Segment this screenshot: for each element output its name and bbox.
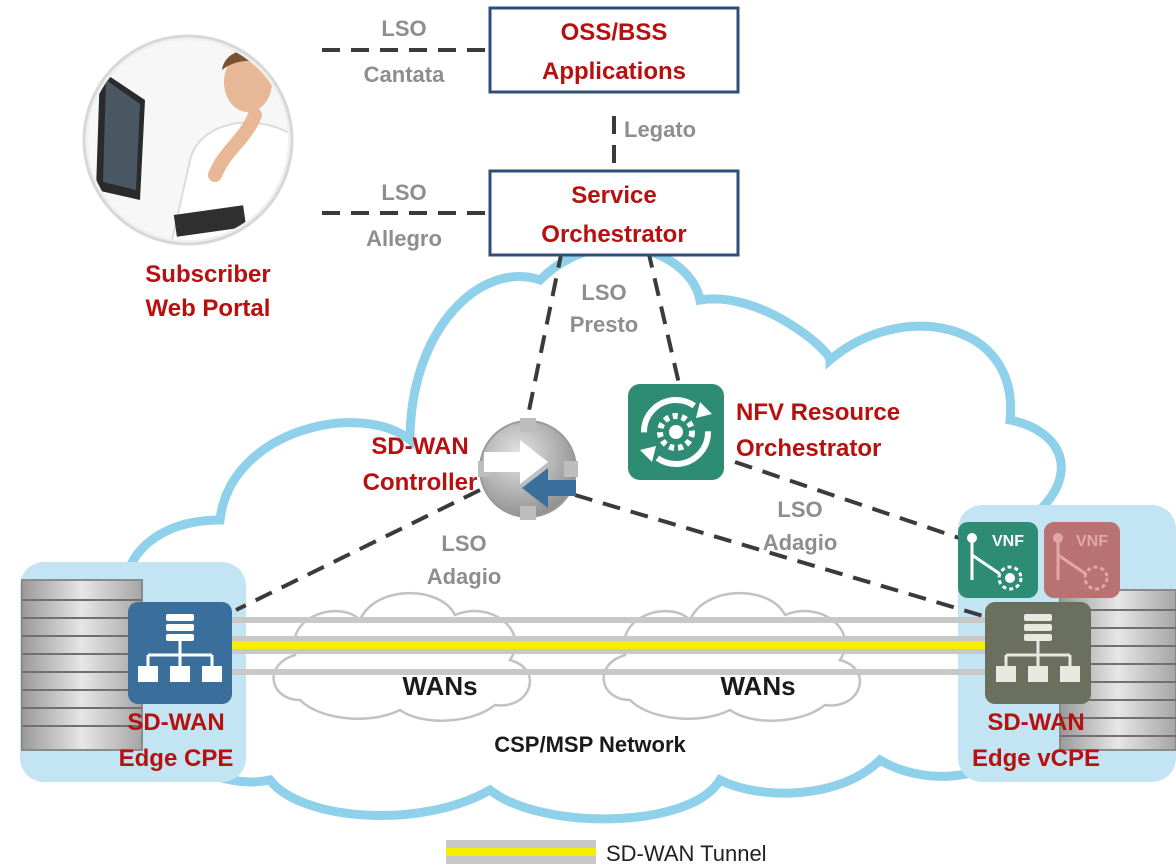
subscriber-label-line2: Web Portal [146,295,271,322]
oss-bss-box: OSS/BSS Applications [488,6,740,94]
edge-vcpe-icon [985,602,1091,704]
adagio-link-cpe [235,488,481,612]
oss-bss-line2: Applications [542,58,686,85]
wan-right-label: WANs [720,671,795,701]
edge-vcpe-label-line1: SD-WAN [987,709,1084,736]
nfv-to-vnf-link [734,460,966,542]
adagio-right-label-name: Adagio [763,530,838,555]
nfv-orchestrator-icon [628,384,724,480]
controller-label-line1: SD-WAN [371,433,468,460]
adagio-left-label-name: Adagio [427,564,502,589]
lso-links [235,48,991,620]
service-orchestrator-line1: Service [571,182,656,209]
presto-label-lso: LSO [581,280,626,305]
service-orchestrator-box: Service Orchestrator [488,169,740,257]
edge-cpe-label-line2: Edge CPE [119,745,234,772]
service-orchestrator-line2: Orchestrator [541,221,686,248]
adagio-link-vcpe [574,493,991,620]
controller-label-line2: Controller [363,469,478,496]
nfv-label-line1: NFV Resource [736,399,900,426]
presto-label-name: Presto [570,312,638,337]
edge-vcpe-label-line2: Edge vCPE [972,745,1100,772]
allegro-label-lso: LSO [381,180,426,205]
edge-cpe-icon [128,602,232,704]
sdwan-tunnel [230,617,1000,675]
csp-msp-network-label: CSP/MSP Network [494,732,686,757]
vnf-badge-2-label: VNF [1076,533,1108,550]
wan-left-label: WANs [402,671,477,701]
edge-cpe-label-line1: SD-WAN [127,709,224,736]
presto-link-controller [523,249,564,431]
vnf-badge-1-label: VNF [992,533,1024,550]
allegro-label-name: Allegro [366,226,442,251]
vnf-badge-red-icon: VNF [1044,522,1120,598]
legato-label: Legato [624,117,696,142]
adagio-left-label-lso: LSO [441,531,486,556]
subscriber-label-line1: Subscriber [145,261,270,288]
vnf-badge-teal-icon: VNF [958,522,1038,598]
legend-tunnel-label: SD-WAN Tunnel [606,841,767,866]
adagio-right-label-lso: LSO [777,497,822,522]
subscriber-portrait-icon [82,34,294,246]
legend: SD-WAN Tunnel [446,840,767,866]
sdwan-controller-icon [478,418,578,520]
left-server-rack-icon [21,579,143,751]
nfv-label-line2: Orchestrator [736,435,881,462]
cantata-label-name: Cantata [364,62,445,87]
presto-link-nfv [646,249,682,389]
oss-bss-line1: OSS/BSS [561,19,668,46]
cantata-label-lso: LSO [381,16,426,41]
